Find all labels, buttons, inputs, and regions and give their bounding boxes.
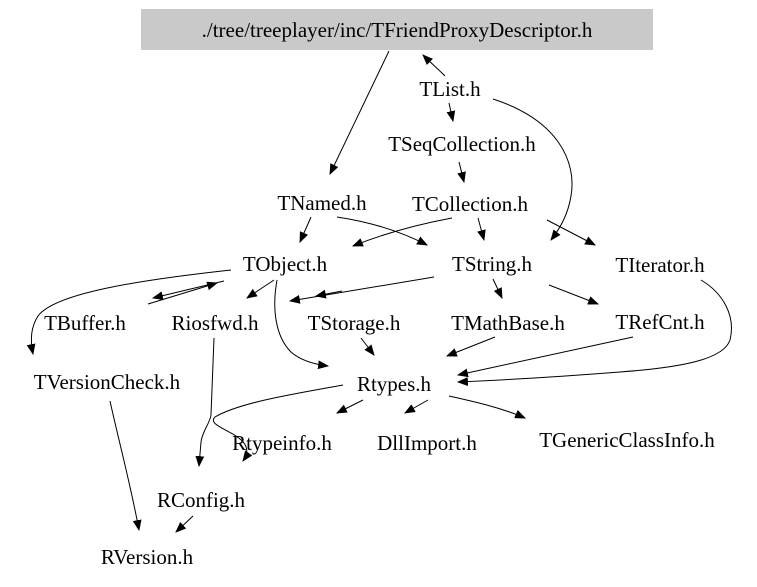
edge-tseqcollection-tcollection bbox=[457, 161, 466, 184]
node-tgenericclassinfo[interactable]: TGenericClassInfo.h bbox=[539, 428, 715, 452]
edge-tstring-tstorage bbox=[314, 289, 343, 299]
node-layer: TList.h TSeqCollection.h TNamed.h TColle… bbox=[34, 77, 715, 569]
edge-tobject-tversioncheck bbox=[26, 269, 232, 356]
edge-tcollection-titerator bbox=[546, 219, 596, 246]
edge-trefcnt-rtypes bbox=[456, 336, 634, 378]
node-tmathbase[interactable]: TMathBase.h bbox=[451, 311, 565, 335]
edge-titerator-rtypes bbox=[456, 279, 732, 386]
edge-riosfwd-rconfig bbox=[195, 337, 215, 468]
node-rtypeinfo[interactable]: Rtypeinfo.h bbox=[232, 431, 332, 455]
edge-tstring-tmathbase bbox=[492, 278, 503, 299]
node-tlist[interactable]: TList.h bbox=[419, 77, 481, 101]
node-titerator[interactable]: TIterator.h bbox=[615, 253, 705, 277]
edge-rconfig-rversion bbox=[175, 515, 194, 533]
edge-layer bbox=[26, 50, 732, 533]
edge-tversioncheck-rversion bbox=[109, 400, 142, 532]
edge-tobject-riosfwd bbox=[246, 279, 275, 299]
edge-tcollection-tstring bbox=[477, 217, 486, 242]
edge-rtypes-dllimport bbox=[404, 399, 429, 414]
edge-tstorage-rtypes bbox=[360, 337, 375, 356]
edge-rtypes-tgenericclassinfo bbox=[448, 395, 527, 419]
node-rtypes[interactable]: Rtypes.h bbox=[357, 372, 432, 396]
edge-tlist-root bbox=[422, 54, 446, 77]
node-tstorage[interactable]: TStorage.h bbox=[308, 311, 401, 335]
node-tseqcollection[interactable]: TSeqCollection.h bbox=[388, 132, 536, 156]
root-node-box bbox=[141, 9, 653, 50]
edge-rtypes-rtypeinfo bbox=[336, 399, 364, 414]
node-tobject[interactable]: TObject.h bbox=[243, 252, 328, 276]
node-tbuffer[interactable]: TBuffer.h bbox=[44, 311, 126, 335]
node-root: ./tree/treeplayer/inc/TFriendProxyDescri… bbox=[202, 18, 593, 42]
node-tnamed[interactable]: TNamed.h bbox=[277, 191, 367, 215]
edge-tlist-tstring bbox=[492, 98, 573, 241]
edge-tcollection-tobject bbox=[351, 217, 453, 247]
edge-root-tnamed bbox=[329, 50, 390, 175]
edge-tnamed-tstring bbox=[336, 216, 428, 246]
node-tcollection[interactable]: TCollection.h bbox=[412, 192, 529, 216]
node-rconfig[interactable]: RConfig.h bbox=[157, 488, 246, 512]
node-tstring[interactable]: TString.h bbox=[452, 252, 532, 276]
edge-tobject-tbuffer bbox=[151, 280, 225, 300]
node-rversion[interactable]: RVersion.h bbox=[101, 545, 194, 569]
edge-tstring-trefcnt bbox=[548, 284, 600, 305]
edge-rtypes-rconfig bbox=[212, 384, 344, 462]
edge-tobject-rtypes bbox=[274, 279, 330, 370]
edge-tbuffer-tobject bbox=[147, 281, 219, 305]
edge-tstring-riosfwd bbox=[288, 276, 435, 304]
node-riosfwd[interactable]: Riosfwd.h bbox=[172, 311, 259, 335]
edge-tmathbase-rtypes bbox=[445, 336, 496, 357]
edge-tnamed-tobject bbox=[299, 216, 312, 244]
node-tversioncheck[interactable]: TVersionCheck.h bbox=[34, 370, 181, 394]
node-trefcnt[interactable]: TRefCnt.h bbox=[615, 310, 705, 334]
edge-tlist-tseqcollection bbox=[446, 102, 456, 123]
node-dllimport[interactable]: DllImport.h bbox=[377, 431, 477, 455]
